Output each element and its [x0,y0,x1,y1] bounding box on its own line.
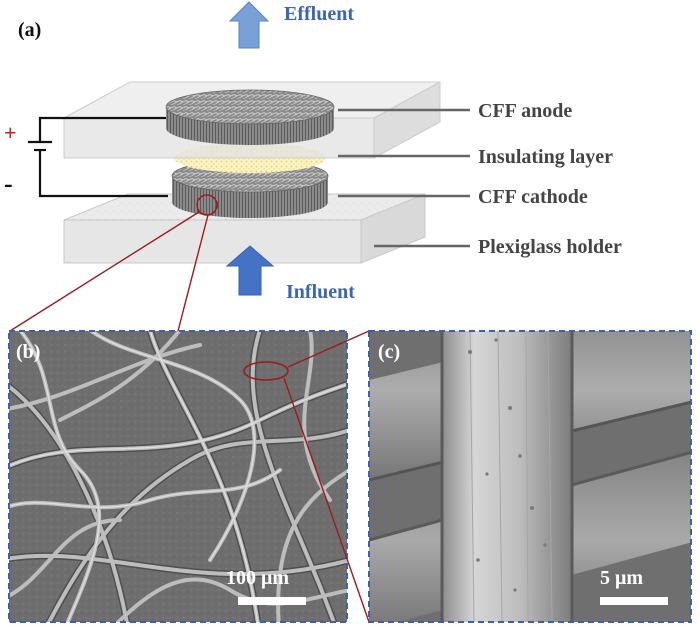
leader-lines [338,108,470,248]
panel-c-scale-bar [600,597,668,605]
plus-sign: + [4,120,17,145]
panel-c-scale-label: 5 μm [600,567,643,589]
zoom-lines-b-to-c [283,330,370,623]
panel-a-tag: (a) [18,19,41,41]
panel-b-fibers [9,331,347,622]
effluent-label: Effluent [284,3,354,25]
zoom-circle-a [196,194,218,216]
panel-c-sem-image: (c) 5 μm [368,330,692,623]
cff-anode-disc [165,89,335,145]
panel-c-tag: (c) [378,341,400,363]
label-cff-cathode: CFF cathode [478,186,588,208]
panel-b-frame [8,330,348,623]
panel-b-scale-label: 100 μm [226,567,289,589]
effluent-arrow-icon [228,1,270,49]
zoom-lines-a-to-b [9,211,209,332]
panel-b-tag: (b) [16,341,40,363]
panel-c-frame [368,330,692,623]
panel-b-sem-image: (b) 100 μm [8,330,348,623]
influent-arrow-icon [225,245,275,296]
label-plexiglass-holder: Plexiglass holder [478,236,622,258]
label-insulating-layer: Insulating layer [478,146,613,168]
panel-b-scale-bar [238,597,306,605]
zoom-circle-b [243,361,289,381]
label-cff-anode: CFF anode [478,100,572,122]
power-source-circuit [28,116,168,198]
panel-a: (a) Effluent [4,1,622,303]
panel-c-fibers [369,331,691,622]
influent-label: Influent [286,281,355,303]
minus-sign: - [4,169,13,198]
